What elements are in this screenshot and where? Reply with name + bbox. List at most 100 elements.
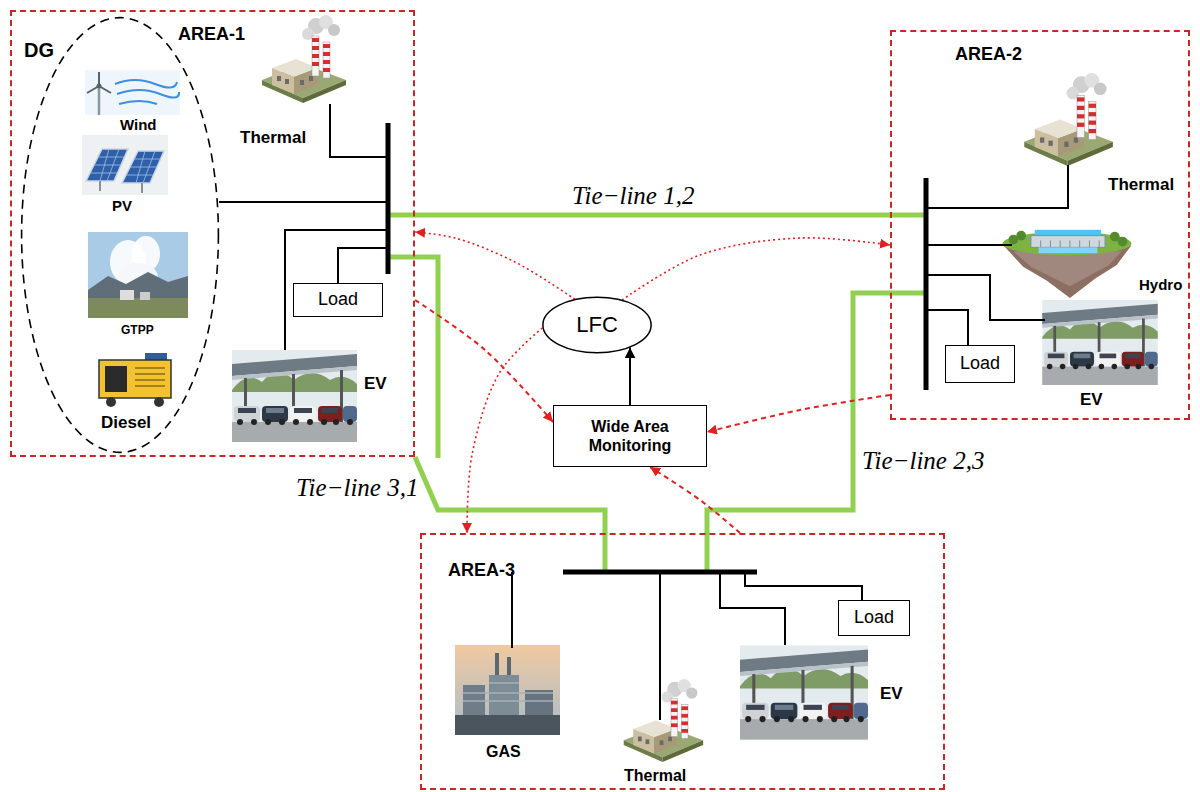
ellipse-shape: [543, 297, 651, 352]
solar-panel-icon: [82, 135, 168, 195]
interconnect-stub: [388, 257, 438, 458]
interconnect-stub: [889, 291, 926, 296]
feeder-wire: [338, 248, 388, 283]
region-title: DG: [24, 38, 54, 62]
feeder-wire: [330, 104, 388, 157]
caption-anchor: PV: [112, 197, 132, 215]
caption-anchor: EV: [364, 374, 387, 394]
icon-caption: EV: [1080, 390, 1103, 410]
busbar: [386, 123, 391, 274]
signal-arrow: [622, 238, 890, 300]
caption-anchor: Diesel: [101, 413, 151, 433]
dam-icon: [1003, 230, 1132, 298]
feeder-wire: [926, 275, 1045, 320]
node-text: Load: [854, 607, 894, 629]
control-region: AREA-2Load: [890, 30, 1190, 420]
power-plant-icon: [1024, 73, 1113, 166]
controller-ellipse: LFC: [542, 297, 652, 353]
signal-arrow: [415, 300, 553, 422]
power-plant-icon: [624, 679, 703, 762]
feeder-wire: [659, 572, 661, 720]
busbar: [924, 178, 929, 390]
process-box: Load: [945, 345, 1015, 383]
node-text: Wide Area Monitoring: [561, 417, 699, 455]
region-title: AREA-2: [955, 44, 1022, 66]
carport-icon: [1042, 300, 1157, 385]
caption-anchor: Thermal: [624, 766, 686, 785]
feeder-wire: [926, 244, 1012, 246]
interconnect-stub: [603, 532, 608, 572]
caption-anchor: GAS: [486, 742, 521, 761]
icon-caption: EV: [880, 684, 903, 704]
refinery-icon: [455, 645, 560, 735]
node-text: Load: [960, 353, 1000, 375]
interconnect-line: [707, 293, 890, 533]
icon-caption: Thermal: [624, 766, 686, 785]
node-text: LFC: [576, 312, 618, 338]
link-label: Tie−line 3,1: [296, 473, 418, 503]
process-box: Load: [293, 283, 383, 317]
caption-anchor: Thermal: [240, 128, 306, 148]
feeder-wire: [511, 572, 513, 648]
icon-caption: Diesel: [101, 413, 151, 433]
caption-anchor: Hydro: [1139, 276, 1182, 294]
wire-group: [219, 104, 1068, 720]
interconnect-line: [415, 457, 605, 533]
caption-anchor: Wind: [120, 116, 157, 134]
feeder-wire: [926, 165, 1068, 208]
feeder-wire: [285, 230, 388, 350]
signal-arrow: [650, 467, 740, 533]
signal-arrow: [415, 232, 575, 299]
process-box: Wide Area Monitoring: [553, 405, 707, 467]
control-region: AREA-1DG Load: [10, 10, 415, 457]
signal-arrow: [467, 328, 542, 533]
icon-caption: Thermal: [240, 128, 306, 148]
icon-group: [82, 15, 1158, 762]
geothermal-icon: [88, 232, 188, 318]
link-label: Tie−line 2,3: [862, 446, 984, 476]
caption-anchor: GTPP: [121, 320, 154, 338]
icon-caption: Wind: [120, 116, 157, 134]
node-text: Load: [318, 289, 358, 311]
ellipse-shape: [22, 18, 219, 453]
busbar-group: [388, 123, 926, 572]
feeder-wire: [720, 572, 785, 645]
carport-icon: [740, 645, 868, 739]
icon-caption: Thermal: [1108, 175, 1174, 195]
link-label: Tie−line 1,2: [572, 181, 694, 211]
generator-icon: [99, 353, 171, 407]
caption-anchor: EV: [1080, 390, 1103, 410]
ellipse-outline: [20, 15, 220, 455]
busbar: [563, 570, 757, 575]
signal-arrow: [707, 395, 890, 432]
icon-caption: PV: [112, 197, 132, 215]
interconnect-stub: [388, 213, 416, 218]
carport-icon: [232, 350, 357, 442]
feeder-wire: [926, 310, 968, 345]
icon-caption: Hydro: [1139, 276, 1182, 294]
region-title: AREA-1: [178, 24, 245, 46]
edge-label-anchor: Tie−line 2,3: [862, 446, 984, 476]
feeder-wire: [745, 572, 862, 600]
generation-group-ellipse: DG: [20, 15, 220, 455]
caption-anchor: Thermal: [1108, 175, 1174, 195]
signal-arrow: [629, 347, 631, 405]
feeder-wire: [219, 201, 388, 203]
icon-caption: GAS: [486, 742, 521, 761]
wind-turbine-icon: [85, 70, 180, 115]
interconnect-stub-group: [388, 215, 926, 572]
caption-anchor: EV: [880, 684, 903, 704]
interconnect-stub: [889, 213, 926, 218]
icon-caption: EV: [364, 374, 387, 394]
interconnect-stub: [705, 532, 710, 572]
icon-caption: GTPP: [121, 323, 154, 337]
region-title: AREA-3: [448, 560, 515, 582]
process-box: Load: [838, 600, 910, 636]
power-plant-icon: [262, 15, 346, 103]
edge-label-anchor: Tie−line 3,1: [296, 473, 418, 503]
interconnect-line: [415, 213, 890, 218]
edge-label-anchor: Tie−line 1,2: [572, 181, 694, 211]
